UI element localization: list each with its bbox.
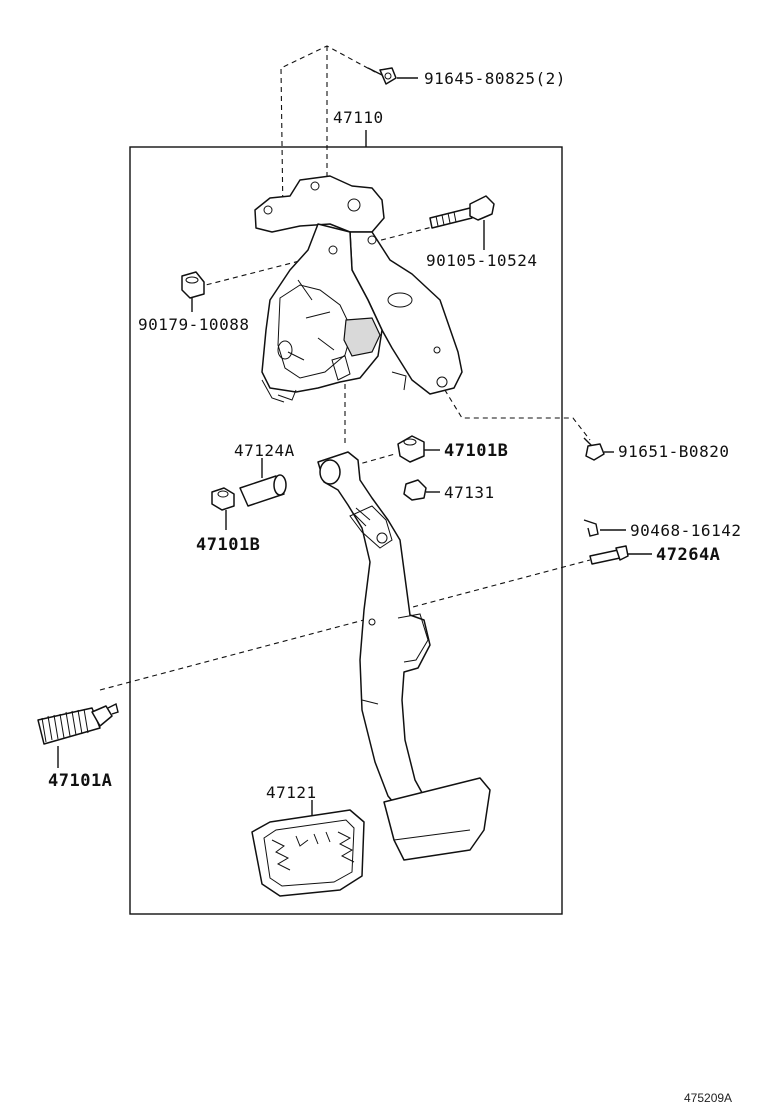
label-47124A: 47124A [234,441,295,460]
collar-47124a [239,474,287,507]
figure-reference: 475209A [684,1091,732,1105]
label-90468-16142: 90468-16142 [630,521,741,540]
label-47121: 47121 [266,783,317,802]
label-90105-10524: 90105-10524 [426,251,537,270]
assembly-frame [129,146,563,915]
brake-pedal-arm [317,451,431,809]
pedal-pad-cover-47121 [251,809,365,897]
clip-90468 [583,519,599,537]
cushion-47131 [403,479,427,501]
pedal-pad [383,777,491,861]
label-47264A: 47264A [656,545,720,565]
nut-90179 [181,271,205,299]
label-47101B-left: 47101B [196,535,260,555]
bolt-91645 [367,67,397,85]
bolt-91651 [583,437,605,461]
label-90179-10088: 90179-10088 [138,315,249,334]
pedal-bracket [254,175,463,403]
label-47101A: 47101A [48,771,112,791]
bushing-47101b-right [397,435,425,463]
label-91651-B0820: 91651-B0820 [618,442,729,461]
pin-47264a [589,545,629,565]
label-47131: 47131 [444,483,495,502]
bolt-90105 [429,195,495,229]
bushing-47101b-left [211,487,235,511]
label-91645-80825: 91645-80825(2) [424,69,566,88]
spring-47101a [37,702,119,745]
label-47101B-right: 47101B [444,441,508,461]
label-47110: 47110 [333,108,384,127]
